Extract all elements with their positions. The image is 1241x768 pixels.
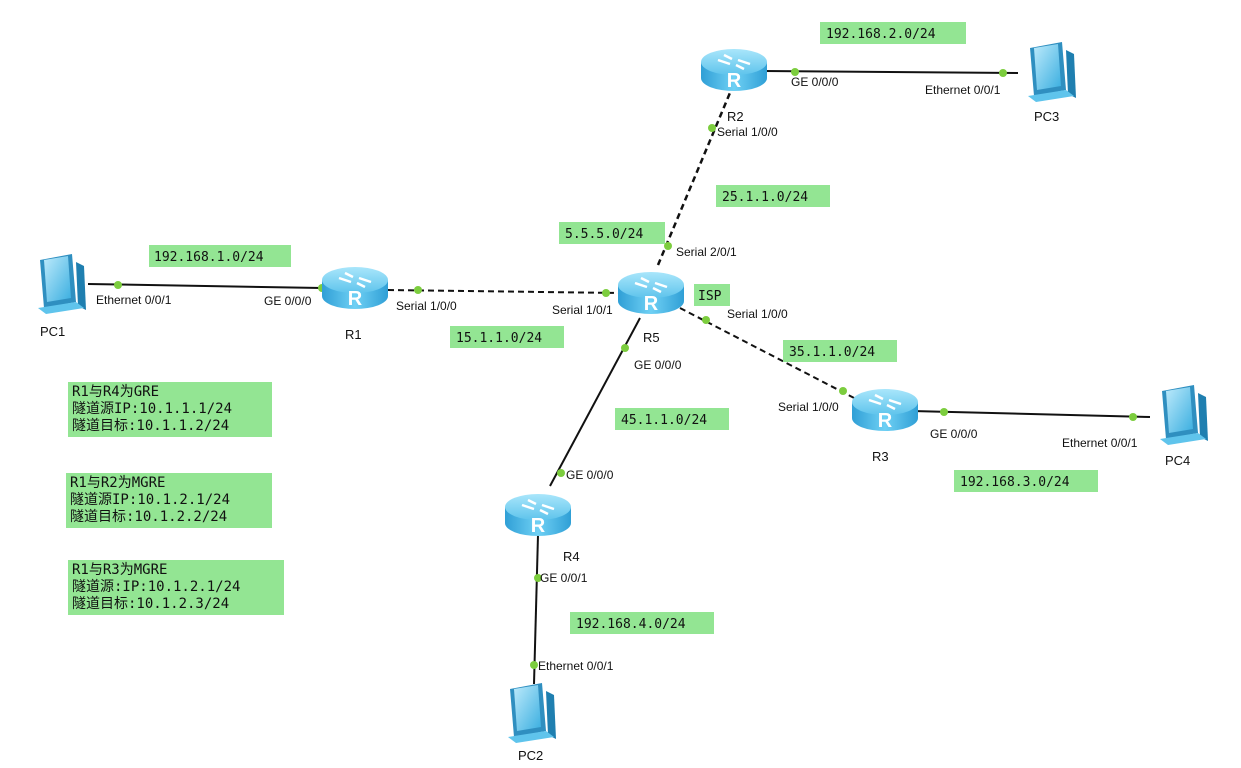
router-r5-icon[interactable]: [616, 270, 686, 317]
label-pc2: PC2: [518, 748, 543, 763]
note-mgre-r3-dst: 隧道目标:10.1.2.3/24: [72, 596, 230, 612]
note-mgre-r2-title: R1与R2为MGRE: [70, 475, 166, 491]
if-r5-ge: GE 0/0/0: [634, 358, 682, 372]
if-r4-ge-down: GE 0/0/1: [540, 571, 588, 585]
net-45-1-1: 45.1.1.0/24: [621, 413, 707, 428]
net-192-168-4: 192.168.4.0/24: [576, 617, 686, 632]
network-labels: 192.168.1.0/24 192.168.2.0/24 192.168.3.…: [149, 22, 1098, 634]
label-pc3: PC3: [1034, 109, 1059, 124]
note-mgre-r3-title: R1与R3为MGRE: [72, 562, 168, 578]
label-pc1: PC1: [40, 324, 65, 339]
note-mgre-r2-dst: 隧道目标:10.1.2.2/24: [70, 509, 228, 525]
note-mgre-r3-src: 隧道源:IP:10.1.2.1/24: [72, 579, 241, 595]
router-r4-icon[interactable]: [503, 492, 573, 539]
link-r5-r2: [656, 87, 734, 266]
pc2-icon[interactable]: [508, 683, 556, 743]
link-r1-r5: [387, 289, 621, 294]
if-r4-ge-up: GE 0/0/0: [566, 468, 614, 482]
net-192-168-2: 192.168.2.0/24: [826, 27, 936, 42]
net-15-1-1: 15.1.1.0/24: [456, 331, 542, 346]
note-gre-r4-title: R1与R4为GRE: [72, 384, 160, 400]
label-r4: R4: [563, 549, 580, 564]
pc3-icon[interactable]: [1028, 42, 1076, 102]
if-pc2-eth: Ethernet 0/0/1: [538, 659, 614, 673]
net-192-168-1: 192.168.1.0/24: [154, 250, 264, 265]
link-r2-pc3: [763, 70, 1019, 74]
if-pc1-eth: Ethernet 0/0/1: [96, 293, 172, 307]
net-192-168-3: 192.168.3.0/24: [960, 475, 1070, 490]
if-pc4-eth: Ethernet 0/0/1: [1062, 436, 1138, 450]
label-r5: R5: [643, 330, 660, 345]
links: [87, 70, 1151, 685]
if-r1-ge: GE 0/0/0: [264, 294, 312, 308]
pc1-icon[interactable]: [38, 254, 86, 314]
note-mgre-r2-src: 隧道源IP:10.1.2.1/24: [70, 492, 231, 508]
router-r1-icon[interactable]: [320, 265, 390, 312]
label-r3: R3: [872, 449, 889, 464]
if-r3-serial: Serial 1/0/0: [778, 400, 839, 414]
label-r2: R2: [727, 109, 744, 124]
link-pc1-r1: [87, 283, 323, 289]
if-r2-serial: Serial 1/0/0: [717, 125, 778, 139]
port-dots: [114, 68, 1137, 669]
if-r5-serial-r2: Serial 2/0/1: [676, 245, 737, 259]
isp-label: ISP: [698, 289, 722, 304]
link-r3-pc4: [911, 410, 1151, 418]
note-gre-r4-src: 隧道源IP:10.1.1.1/24: [72, 401, 233, 417]
if-r3-ge: GE 0/0/0: [930, 427, 978, 441]
if-r5-serial-r1: Serial 1/0/1: [552, 303, 613, 317]
router-r3-icon[interactable]: [850, 387, 920, 434]
if-r2-ge: GE 0/0/0: [791, 75, 839, 89]
if-r5-serial-r3: Serial 1/0/0: [727, 307, 788, 321]
if-r1-serial: Serial 1/0/0: [396, 299, 457, 313]
net-35-1-1: 35.1.1.0/24: [789, 345, 875, 360]
pc4-icon[interactable]: [1160, 385, 1208, 445]
label-r1: R1: [345, 327, 362, 342]
note-gre-r4-dst: 隧道目标:10.1.1.2/24: [72, 418, 230, 434]
net-25-1-1: 25.1.1.0/24: [722, 190, 808, 205]
router-r2-icon[interactable]: [699, 47, 769, 94]
label-pc4: PC4: [1165, 453, 1190, 468]
link-r4-pc2: [533, 534, 539, 685]
link-r5-r3: [679, 307, 859, 401]
net-5-5-5: 5.5.5.0/24: [565, 227, 643, 242]
if-pc3-eth: Ethernet 0/0/1: [925, 83, 1001, 97]
